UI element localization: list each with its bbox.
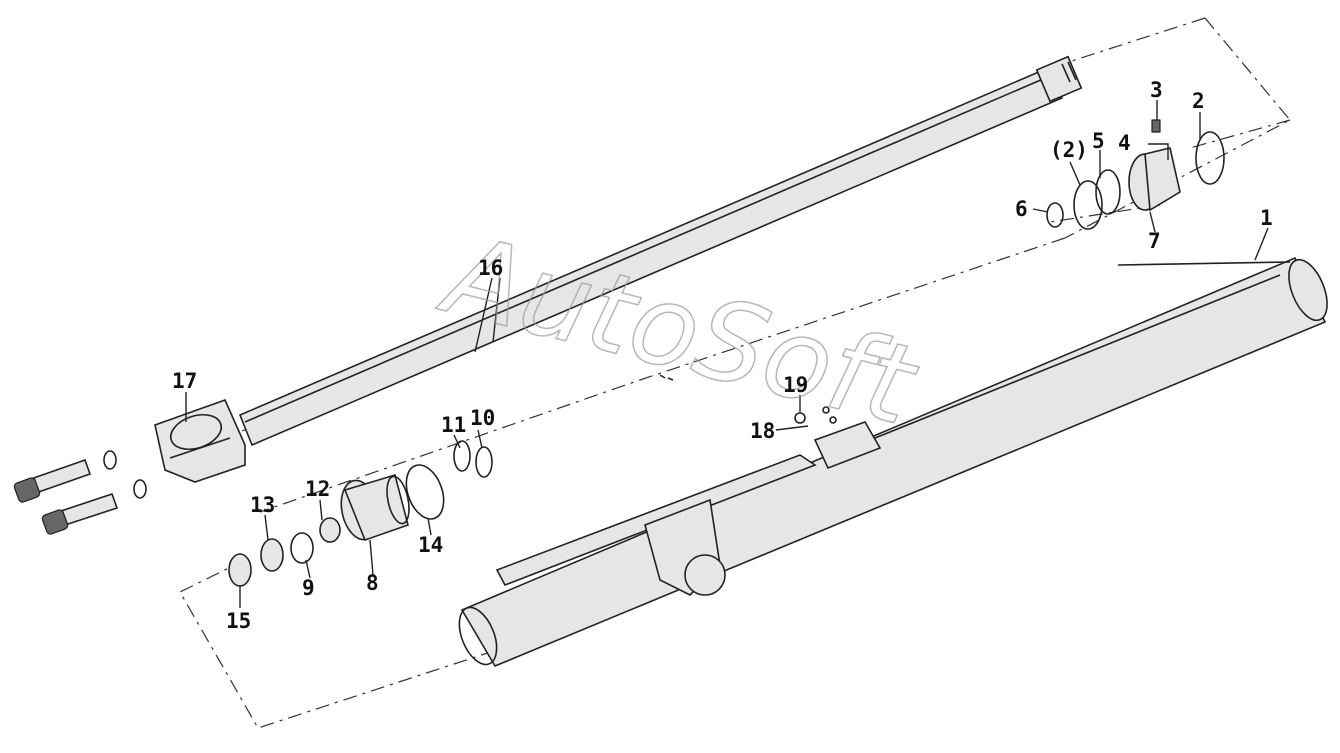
piston-rod [238, 55, 1083, 447]
callout-5: 5 [1092, 129, 1105, 153]
callout-12: 12 [305, 477, 330, 501]
callout-7: 7 [1148, 229, 1161, 253]
callout-16: 16 [478, 256, 503, 280]
piston-assembly [228, 440, 493, 587]
callout-14: 14 [418, 533, 443, 557]
callout-4: 4 [1118, 131, 1131, 155]
callout-2-parenthesized: (2) [1050, 138, 1088, 162]
callout-18: 18 [750, 419, 775, 443]
callout-19: 19 [783, 373, 808, 397]
leader-lines [185, 100, 1269, 608]
callout-15: 15 [226, 609, 251, 633]
callout-8: 8 [366, 571, 379, 595]
callout-1: 1 [1260, 206, 1273, 230]
callout-2: 2 [1192, 89, 1205, 113]
grease-fitting-parts [659, 374, 837, 424]
callout-labels: 1 2 3 4 5 (2) 6 7 16 17 11 10 12 13 14 8… [172, 78, 1273, 633]
cylinder-barrel [458, 256, 1328, 668]
callout-3: 3 [1150, 78, 1163, 102]
callout-13: 13 [250, 493, 275, 517]
rod-eye [154, 398, 246, 483]
bolts-and-washers [13, 450, 147, 535]
callout-6: 6 [1015, 197, 1028, 221]
callout-10: 10 [470, 406, 495, 430]
callout-9: 9 [302, 576, 315, 600]
callout-11: 11 [441, 413, 466, 437]
gland-assembly [1046, 119, 1225, 230]
callout-17: 17 [172, 369, 197, 393]
